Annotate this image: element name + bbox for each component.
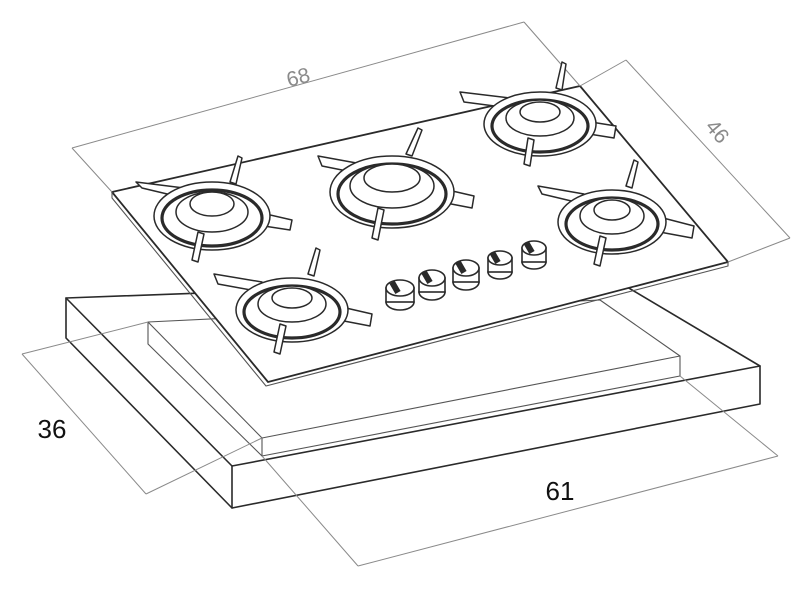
dimension-hob-width: 68: [71, 21, 581, 193]
control-knob-3[interactable]: [452, 259, 480, 291]
control-knob-1[interactable]: [385, 279, 415, 311]
control-knob-2[interactable]: [418, 269, 446, 301]
dimension-cutout-width: 61: [261, 375, 779, 567]
burner-back-right: [459, 61, 617, 167]
cutout-depth-label: 36: [38, 414, 67, 444]
cutout-width-label: 61: [546, 476, 575, 506]
hob-width-label: 68: [284, 64, 313, 92]
burner-center: [317, 127, 475, 241]
control-knob-4[interactable]: [487, 250, 513, 280]
control-knobs: [385, 240, 547, 311]
hob-depth-label: 46: [701, 115, 734, 148]
burner-front-right: [537, 159, 695, 267]
dimension-cutout-depth: 36: [21, 321, 263, 495]
burner-front-left: [213, 247, 373, 355]
control-knob-5[interactable]: [521, 240, 547, 270]
burner-back-left: [135, 155, 293, 263]
